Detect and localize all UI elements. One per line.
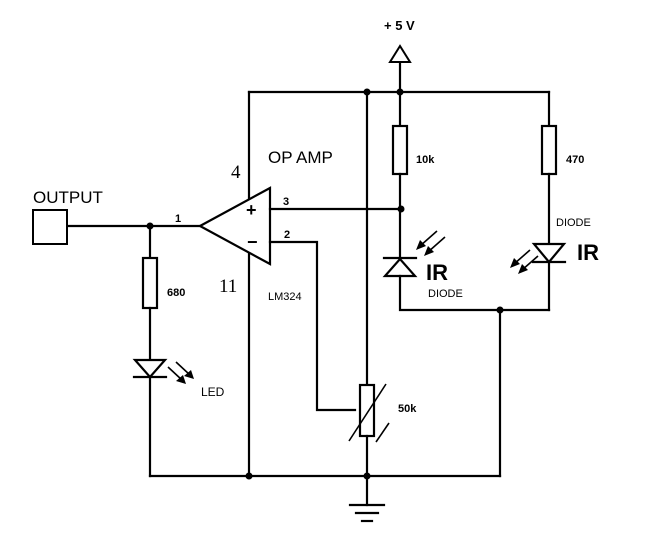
resistor-470-label: 470 <box>566 154 584 166</box>
resistor-470 <box>540 90 558 245</box>
op-amp-part-number: LM324 <box>268 291 302 303</box>
potentiometer-50k <box>348 383 390 478</box>
resistor-10k-label: 10k <box>416 154 435 166</box>
op-amp-minus-sign: − <box>247 232 258 252</box>
pot-supply-wire <box>363 88 371 387</box>
ir-receiver-diode <box>382 230 551 314</box>
op-amp-symbol <box>197 186 272 266</box>
pin-2-wire <box>268 240 357 412</box>
led-label: LED <box>201 385 225 399</box>
ir-emitter-big-label: IR <box>577 240 599 265</box>
ir-receiver-big-label: IR <box>426 260 448 285</box>
pot-50k-label: 50k <box>398 403 417 415</box>
ir-emitter-small-label: DIODE <box>556 217 591 229</box>
pin-3-label: 3 <box>283 196 289 208</box>
resistor-680-label: 680 <box>167 287 185 299</box>
supply-label: + 5 V <box>384 18 415 33</box>
op-amp-title: OP AMP <box>268 148 333 167</box>
resistor-10k <box>391 88 409 260</box>
op-amp-plus-sign: + <box>246 200 257 220</box>
resistor-680 <box>141 224 159 362</box>
pin-3-wire <box>268 205 405 213</box>
ir-receiver-small-label: DIODE <box>428 288 463 300</box>
output-label: OUTPUT <box>33 188 103 207</box>
pin-1-label: 1 <box>175 213 181 225</box>
supply-arrow <box>388 44 412 94</box>
led-symbol <box>132 358 194 478</box>
ground-rail <box>148 308 502 480</box>
output-terminal <box>32 209 68 245</box>
ground-symbol <box>348 474 386 523</box>
pin-4-label: 4 <box>231 162 241 183</box>
pin-2-label: 2 <box>284 229 290 241</box>
ir-emitter-diode <box>510 242 567 312</box>
pin-11-label: 11 <box>219 276 237 297</box>
